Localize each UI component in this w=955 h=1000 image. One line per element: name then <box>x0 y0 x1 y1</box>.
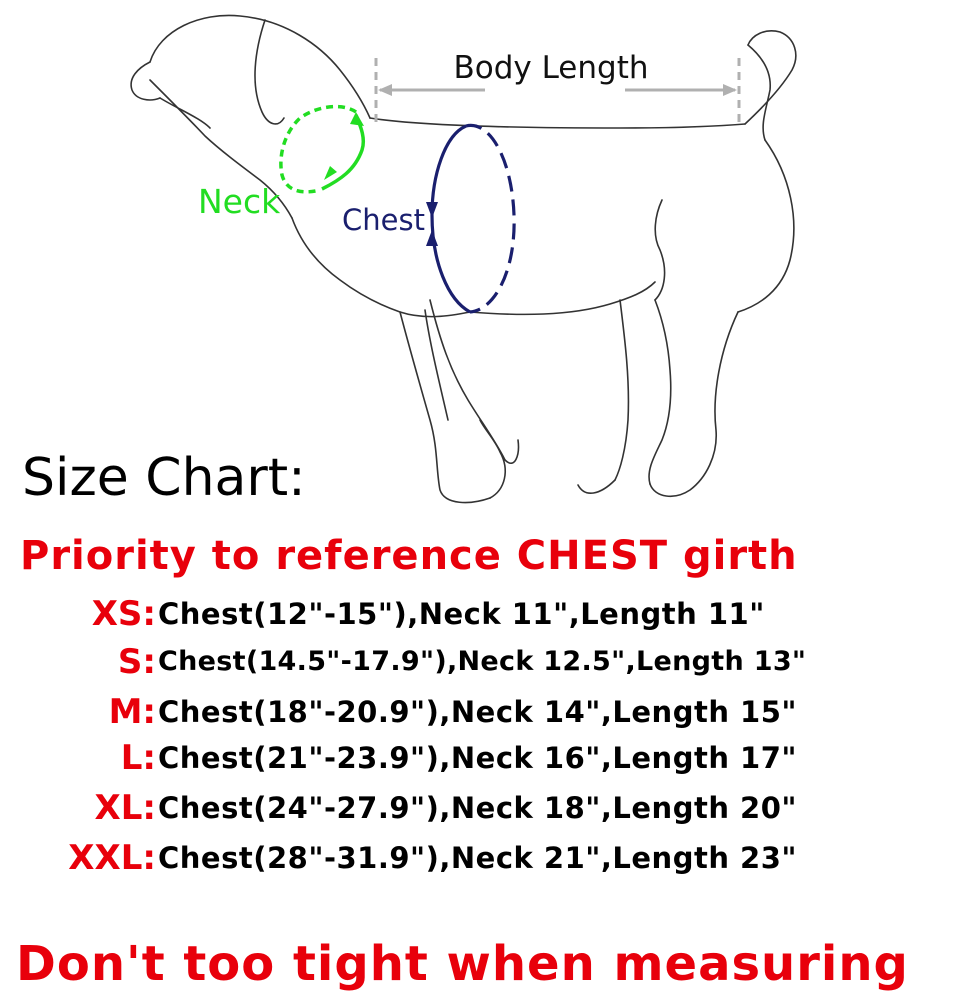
size-label: XXL: <box>68 838 156 878</box>
size-chart-title: Size Chart: <box>22 448 306 508</box>
size-row-s: S: Chest(14.5"-17.9"),Neck 12.5",Length … <box>0 640 955 684</box>
size-row-xs: XS: Chest(12"-15"),Neck 11",Length 11" <box>0 592 955 636</box>
size-spec: Chest(21"-23.9"),Neck 16",Length 17" <box>158 741 798 775</box>
size-row-l: L: Chest(21"-23.9"),Neck 16",Length 17" <box>0 736 955 780</box>
size-spec: Chest(18"-20.9"),Neck 14",Length 15" <box>158 695 798 729</box>
priority-note: Priority to reference CHEST girth <box>20 533 798 579</box>
chest-label: Chest <box>342 203 425 237</box>
size-label: XS: <box>91 594 156 634</box>
dog-measurement-diagram: Body Length Neck Chest <box>130 14 797 504</box>
size-label: M: <box>108 692 156 732</box>
body-length-label: Body Length <box>453 50 648 86</box>
measuring-warning: Don't too tight when measuring <box>16 936 909 992</box>
neck-marker: Neck <box>198 104 366 221</box>
neck-label: Neck <box>198 182 281 221</box>
size-spec: Chest(12"-15"),Neck 11",Length 11" <box>158 597 765 631</box>
size-row-xl: XL: Chest(24"-27.9"),Neck 18",Length 20" <box>0 786 955 830</box>
size-spec: Chest(28"-31.9"),Neck 21",Length 23" <box>158 841 798 875</box>
size-row-xxl: XXL: Chest(28"-31.9"),Neck 21",Length 23… <box>0 836 955 880</box>
size-label: L: <box>120 738 156 778</box>
size-label: S: <box>117 642 156 682</box>
chest-marker: Chest <box>342 123 516 314</box>
size-spec: Chest(14.5"-17.9"),Neck 12.5",Length 13" <box>158 646 807 677</box>
size-row-m: M: Chest(18"-20.9"),Neck 14",Length 15" <box>0 690 955 734</box>
dog-outline <box>130 14 797 504</box>
size-spec: Chest(24"-27.9"),Neck 18",Length 20" <box>158 791 798 825</box>
size-label: XL: <box>94 788 156 828</box>
body-length-marker: Body Length <box>374 50 741 126</box>
